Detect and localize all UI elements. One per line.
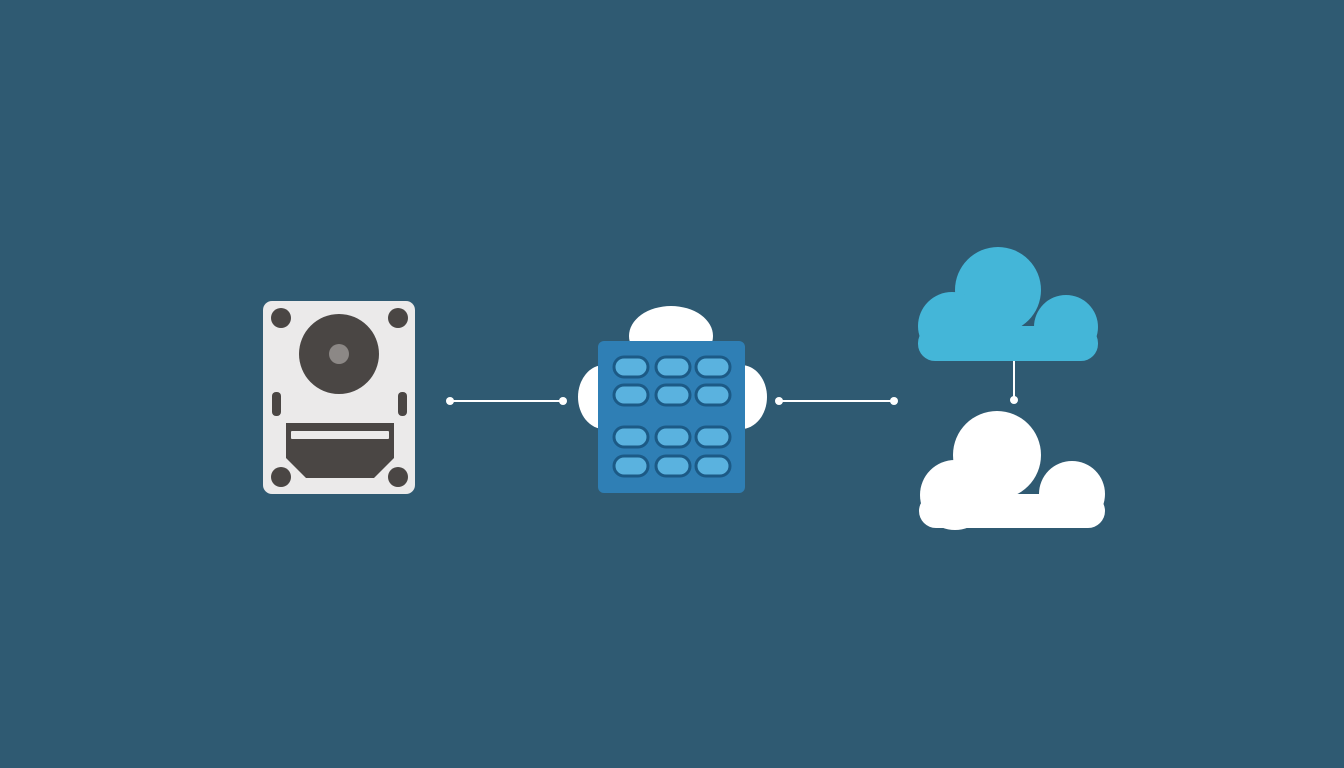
- server-slot: [694, 355, 732, 379]
- screw-bottom-right: [388, 467, 408, 487]
- server-slot: [694, 454, 732, 478]
- server-slot: [612, 425, 650, 449]
- screw-bottom-left: [271, 467, 291, 487]
- server-slot: [654, 454, 692, 478]
- server-rack-icon: [578, 306, 767, 493]
- server-slot: [654, 355, 692, 379]
- server-slots: [612, 355, 732, 478]
- server-slot: [654, 383, 692, 407]
- drive-spindle: [329, 344, 349, 364]
- cloud-icon: [919, 411, 1105, 530]
- drive-side-slot-right: [398, 392, 407, 416]
- drive-connector-strip: [291, 431, 389, 439]
- cloud-icon: [918, 247, 1098, 361]
- server-slot: [654, 425, 692, 449]
- cloud-upper: [918, 247, 1098, 361]
- drive-side-slot-left: [272, 392, 281, 416]
- server-slot: [694, 383, 732, 407]
- server-slot: [612, 383, 650, 407]
- cloud-lower: [919, 411, 1105, 530]
- screw-top-left: [271, 308, 291, 328]
- hard-drive-icon: [263, 301, 415, 494]
- connector-cloud-cloud: [1010, 361, 1018, 404]
- server-slot: [694, 425, 732, 449]
- server-slot: [612, 355, 650, 379]
- server-slot: [612, 454, 650, 478]
- connector-drive-server: [446, 397, 567, 405]
- connector-server-cloud: [775, 397, 898, 405]
- screw-top-right: [388, 308, 408, 328]
